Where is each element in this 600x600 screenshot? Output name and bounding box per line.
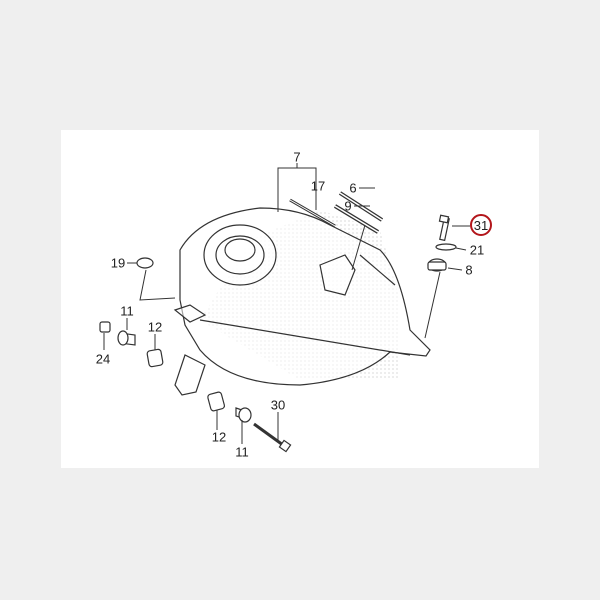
callout-6[interactable]: 6 xyxy=(349,180,357,196)
callout-24[interactable]: 24 xyxy=(95,351,111,367)
callout-8[interactable]: 8 xyxy=(465,262,473,278)
fuel-tank-body xyxy=(173,207,431,396)
callout-9[interactable]: 9 xyxy=(344,198,352,214)
callout-17[interactable]: 17 xyxy=(310,178,326,194)
callout-30[interactable]: 30 xyxy=(270,397,286,413)
callout-11-bottom[interactable]: 11 xyxy=(235,444,249,460)
callout-7[interactable]: 7 xyxy=(293,149,301,165)
callout-11-left[interactable]: 11 xyxy=(120,303,134,319)
callout-12-left[interactable]: 12 xyxy=(147,319,163,335)
callout-19[interactable]: 19 xyxy=(110,255,126,271)
callout-31-highlighted[interactable]: 31 xyxy=(470,214,492,236)
callout-12-bottom[interactable]: 12 xyxy=(211,429,227,445)
callout-21[interactable]: 21 xyxy=(469,242,485,258)
